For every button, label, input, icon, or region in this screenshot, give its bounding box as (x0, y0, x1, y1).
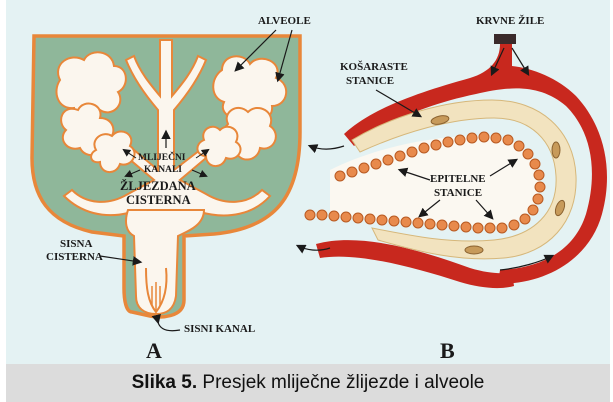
alveolus-diagram-b: KRVNE ŽILE KOŠARASTE STANICE EPITELNE ST… (298, 15, 607, 363)
label-sisna-cisterna: CISTERNA (46, 251, 103, 263)
label-sisna: SISNA (60, 238, 92, 250)
label-kosaraste: KOŠARASTE (340, 60, 408, 73)
gland-diagram-a: ALVEOLE MLIJEČNI KANALI ŽLJEZDANA CISTER… (32, 15, 311, 363)
label-kanali: KANALI (144, 165, 182, 175)
vessel-clip (494, 34, 516, 44)
label-cisterna: CISTERNA (126, 193, 191, 207)
label-sisni-kanal: SISNI KANAL (184, 323, 255, 335)
label-krvne-zile: KRVNE ŽILE (476, 15, 544, 27)
panel-label-b: B (440, 338, 455, 363)
label-epitelne-stanice: STANICE (434, 187, 482, 199)
caption-text: Presjek mliječne žlijezde i alveole (197, 372, 484, 393)
diagram-svg: ALVEOLE MLIJEČNI KANALI ŽLJEZDANA CISTER… (0, 0, 613, 364)
caption-number: Slika 5. (132, 372, 198, 393)
panel-label-a: A (146, 338, 162, 363)
label-kosaraste-stanice: STANICE (346, 75, 394, 87)
label-zlijezdana: ŽLJEZDANA (120, 179, 196, 193)
figure-caption: Slika 5. Presjek mliječne žlijezde i alv… (6, 364, 610, 402)
label-alveole: ALVEOLE (258, 15, 311, 27)
label-epitelne: EPITELNE (430, 173, 486, 185)
